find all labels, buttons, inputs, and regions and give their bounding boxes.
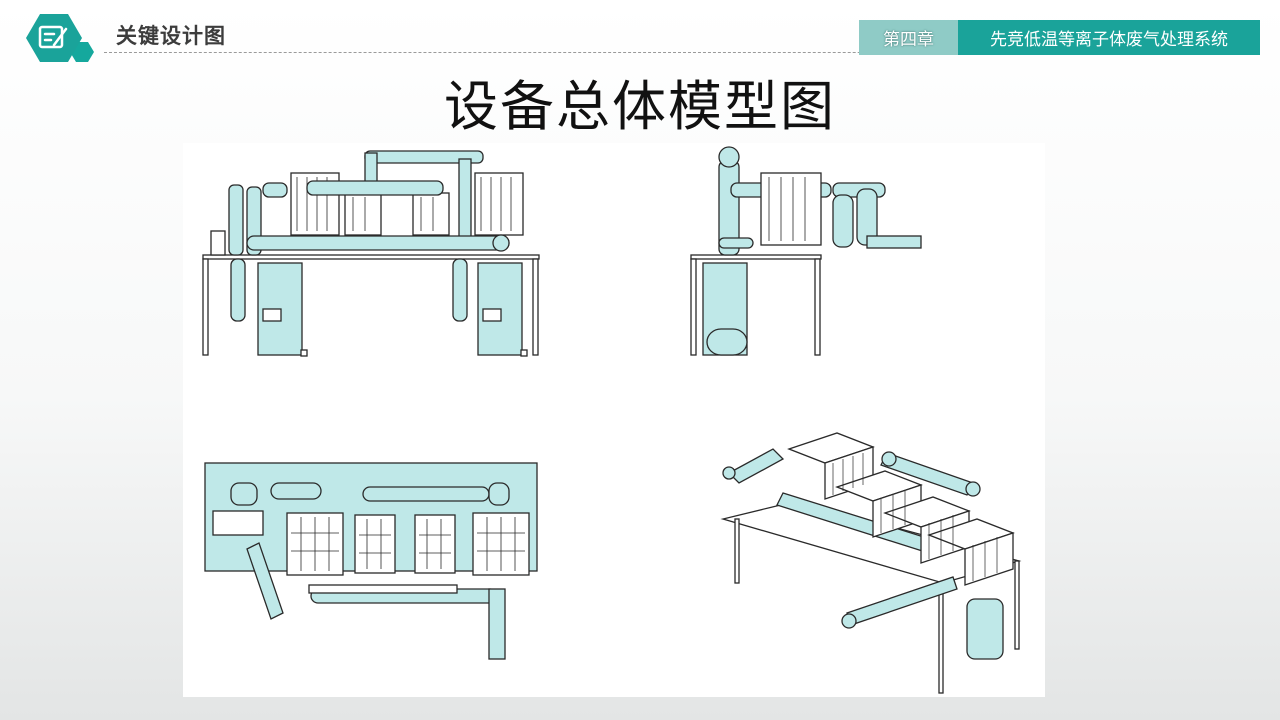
chapter-label: 第四章 xyxy=(859,20,958,55)
badge-large-hexagon xyxy=(26,14,82,62)
slide-title: 设备总体模型图 xyxy=(444,75,836,138)
edit-note-icon xyxy=(38,25,68,49)
front-view xyxy=(202,150,540,357)
equipment-model-drawing xyxy=(183,143,1045,697)
top-view xyxy=(204,462,538,660)
section-title: 关键设计图 xyxy=(116,24,226,48)
chapter-name: 先竞低温等离子体废气处理系统 xyxy=(958,20,1260,55)
section-badge xyxy=(24,12,96,68)
side-view xyxy=(690,146,922,356)
header-divider xyxy=(104,52,1260,53)
isometric-view xyxy=(720,432,1022,694)
